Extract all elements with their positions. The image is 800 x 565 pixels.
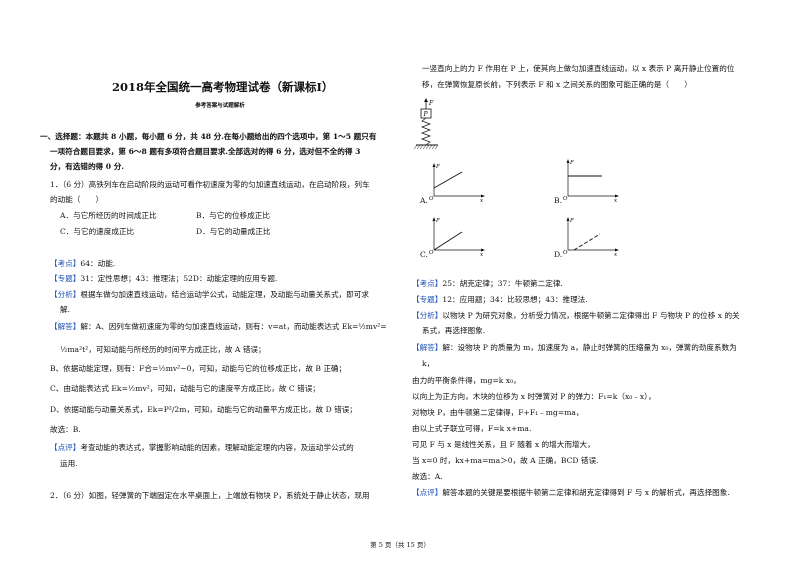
q2-option-b-label: B.: [554, 196, 562, 205]
q1-fenxi: 【分析】根据车做匀加速直线运动，结合运动学公式，动能定理，及动能与动量关系式，即…: [50, 290, 369, 299]
graph-d-xlabel: x: [614, 252, 618, 256]
q2-jieda-line4: 以向上为正方向，木块的位移为 x 时弹簧对 P 的弹力：F₁=k（x₀﹣x），: [412, 392, 656, 401]
q2-dianping: 【点评】解答本题的关键是要根据牛顿第二定律和胡克定律得到 F 与 x 的解析式，…: [412, 488, 730, 497]
q2-stem-line2: 一竖直向上的力 F 作用在 P 上，使其向上做匀加速直线运动，以 x 表示 P …: [422, 64, 735, 73]
q2-jieda-line3: 由力的平衡条件得，mg=k x₀，: [412, 376, 521, 385]
force-label: F: [428, 100, 434, 107]
q2-stem-line3: 移，在弹簧恢复原长前，下列表示 F 和 x 之间关系的图象可能正确的是（ ）: [422, 80, 692, 89]
graph-b-ylabel: F: [569, 160, 574, 166]
graph-d-line: [573, 233, 601, 251]
graph-a-ylabel: F: [435, 164, 440, 170]
q1-option-a: A．与它所经历的时间成正比: [60, 211, 157, 220]
q1-dianping-line2: 运用.: [60, 459, 78, 468]
q2-jieda-line2: k，: [422, 359, 435, 368]
q2-jieda-line8: 当 x=0 时，kx+ma=ma＞0，故 A 正确，BCD 错误.: [412, 456, 599, 465]
q1-stem-line1: 1．（6 分）高铁列车在启动阶段的运动可看作初速度为零的匀加速直线运动，在启动阶…: [50, 180, 370, 189]
graph-d-origin: O: [563, 250, 568, 256]
q2-option-a-label: A.: [420, 196, 428, 205]
q1-zhuanti: 【专题】31：定性思想；43：推理法；52D：动能定理的应用专题.: [50, 274, 278, 283]
q2-fenxi: 【分析】以物块 P 为研究对象，分析受力情况，根据牛顿第二定律得出 F 与物块 …: [412, 311, 740, 320]
page-footer: 第 5 页（共 15 页）: [370, 541, 430, 549]
q2-jieda-line6: 由以上式子联立可得，F=k x+ma.: [412, 424, 532, 433]
q1-kaodian: 【考点】64：动能.: [50, 259, 116, 268]
q1-jieda: 【解答】解：A、因列车做初速度为零的匀加速直线运动，则有：v=at，而动能表达式…: [50, 322, 387, 331]
table-hatching: [413, 144, 439, 150]
q2-option-c-label: C.: [420, 250, 428, 259]
q1-jieda-line2: ½ma²t²，可知动能与所经历的时间平方成正比，故 A 错误；: [60, 345, 266, 354]
q2-jieda-line7: 可见 F 与 x 是线性关系，且 F 随着 x 的增大而增大，: [412, 440, 595, 449]
graph-d-ylabel: F: [569, 218, 574, 224]
q1-option-d: D．与它的动量成正比: [196, 227, 271, 236]
q1-jieda-line6: 故选：B.: [50, 425, 81, 434]
q2-stem-line1: 2．（6 分）如图，轻弹簧的下端固定在水平桌面上，上端放有物块 P，系统处于静止…: [50, 491, 370, 500]
q1-option-b: B．与它的位移成正比: [196, 211, 270, 220]
graph-a-line: [433, 171, 463, 189]
q1-jieda-line4: C、由动能表达式 Ek=½mv²，可知，动能与它的速度平方成正比，故 C 错误；: [50, 384, 320, 393]
q2-jieda-line9: 故选：A.: [412, 472, 443, 481]
q1-jieda-line5: D、依据动能与动量关系式，Ek=P²/2m，可知，动能与它的动量平方成正比，故 …: [50, 405, 357, 414]
section-instructions-line1: 一、选择题：本题共 8 小题，每小题 6 分，共 48 分.在每小题给出的四个选…: [40, 132, 377, 141]
graph-c: F O x: [429, 217, 485, 256]
q1-jieda-line3: B、依据动能定理，则有：F合=½mv²−0，可知，动能与它的位移成正比，故 B …: [50, 364, 347, 373]
graph-a-xlabel: x: [480, 198, 484, 202]
q1-option-c: C．与它的速度成正比: [60, 227, 135, 236]
q1-stem-line2: 的动能（ ）: [50, 195, 104, 204]
section-instructions-line3: 分，有选错的得 0 分.: [50, 162, 124, 171]
q2-zhuanti: 【专题】12：应用题；34：比较思想；43：推理法.: [412, 295, 588, 304]
graph-c-xlabel: x: [480, 252, 484, 256]
graph-c-ylabel: F: [435, 218, 440, 224]
q2-fenxi-line2: 系式，再选择图象.: [422, 326, 486, 335]
q2-kaodian: 【考点】25：胡克定律；37：牛顿第二定律.: [412, 279, 563, 288]
graph-d: F O x: [563, 217, 619, 256]
q1-dianping: 【点评】考查动能的表达式，掌握影响动能的因素，理解动能定理的内容，及运动学公式的: [50, 443, 354, 452]
graph-c-origin: O: [429, 250, 434, 256]
q2-jieda: 【解答】解：设物块 P 的质量为 m，加速度为 a，静止时弹簧的压缩量为 x₀，…: [412, 343, 737, 352]
graph-b-xlabel: x: [614, 198, 618, 202]
q1-fenxi-line2: 解.: [60, 305, 71, 314]
graph-a: F O x: [429, 163, 485, 202]
force-arrow-head: [424, 98, 428, 102]
page-title: 2018年全国统一高考物理试卷（新课标Ⅰ）: [112, 80, 334, 94]
graph-b-origin: O: [563, 196, 568, 202]
graph-a-origin: O: [429, 196, 434, 202]
block-p-label: P: [423, 111, 429, 118]
q2-jieda-line5: 对物块 P，由牛顿第二定律得，F+F₁﹣mg=ma，: [412, 408, 584, 417]
graph-c-line: [433, 231, 463, 251]
q2-option-d-label: D.: [554, 250, 563, 259]
spring-figure: F P: [413, 98, 439, 150]
page-subtitle: 参考答案与试题解析: [195, 103, 245, 109]
graph-b: F O x: [563, 159, 619, 202]
spring-coil: [421, 117, 431, 146]
section-instructions-line2: 一项符合题目要求，第 6～8 题有多项符合题目要求.全部选对的得 6 分，选对但…: [50, 147, 361, 156]
